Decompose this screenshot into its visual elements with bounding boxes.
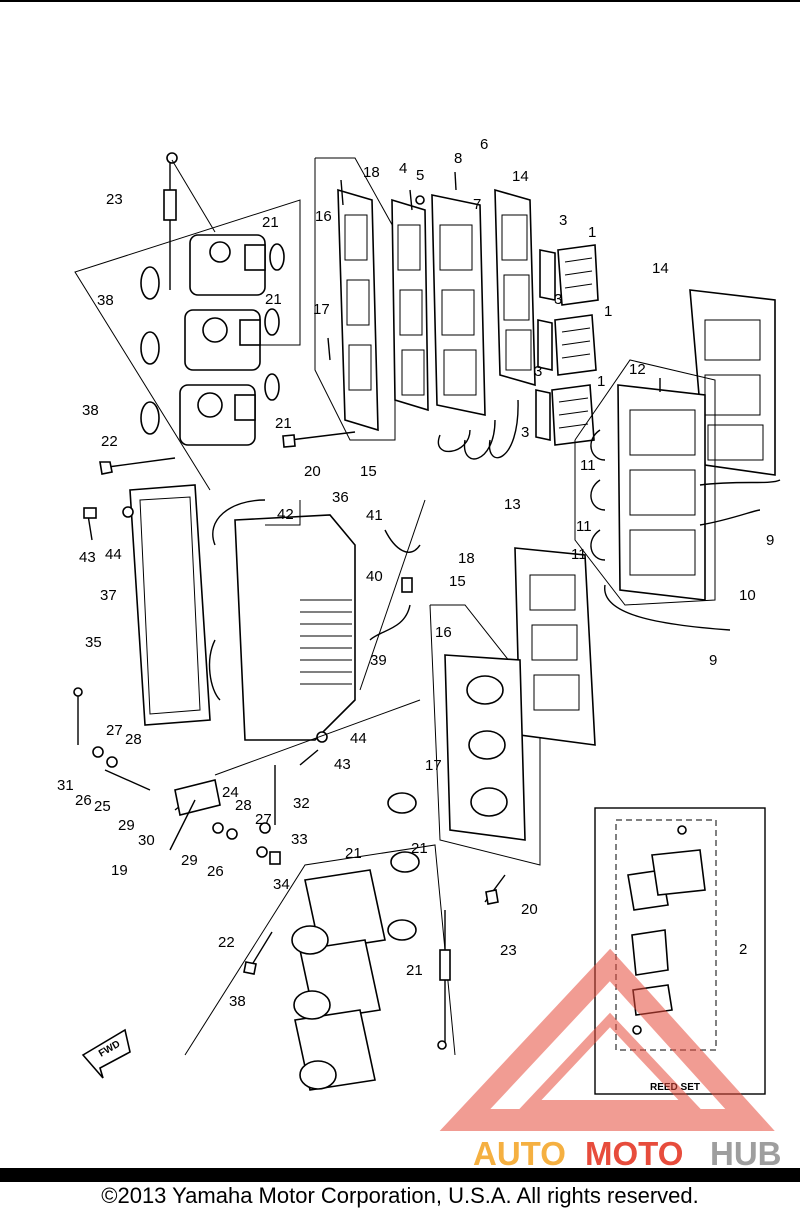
- callout-21: 21: [411, 840, 428, 857]
- callout-37: 37: [100, 587, 117, 604]
- callout-26: 26: [75, 792, 92, 809]
- callout-18: 18: [458, 550, 475, 567]
- callout-15: 15: [449, 573, 466, 590]
- callout-35: 35: [85, 634, 102, 651]
- callout-38: 38: [82, 402, 99, 419]
- callout-42: 42: [277, 506, 294, 523]
- automotohub-watermark: [439, 948, 775, 1131]
- callout-3: 3: [559, 212, 567, 229]
- callout-28: 28: [235, 797, 252, 814]
- reed-valve-group: [409, 171, 599, 460]
- callout-43: 43: [334, 756, 351, 773]
- callout-11: 11: [571, 546, 587, 563]
- callout-36: 36: [332, 489, 349, 506]
- callout-10: 10: [739, 587, 756, 604]
- callout-30: 30: [138, 832, 155, 849]
- callout-11: 11: [580, 457, 596, 474]
- throttle-linkage-group: [73, 687, 421, 865]
- watermark-moto: MOTO: [585, 1135, 683, 1172]
- callout-21: 21: [406, 962, 423, 979]
- callout-23: 23: [500, 942, 517, 959]
- callout-3: 3: [534, 363, 542, 380]
- callout-39: 39: [370, 652, 387, 669]
- callout-32: 32: [293, 795, 310, 812]
- callout-6: 6: [480, 136, 488, 153]
- callout-21: 21: [262, 214, 279, 231]
- intake-manifold-group: [574, 289, 781, 631]
- callout-9: 9: [709, 652, 717, 669]
- callout-9: 9: [766, 532, 774, 549]
- callout-15: 15: [360, 463, 377, 480]
- callout-17: 17: [425, 757, 442, 774]
- callout-29: 29: [118, 817, 135, 834]
- callout-43: 43: [79, 549, 96, 566]
- gasket-group-upper: [282, 157, 429, 448]
- watermark-auto: AUTO: [473, 1135, 566, 1172]
- callout-40: 40: [366, 568, 383, 585]
- callout-33: 33: [291, 831, 308, 848]
- watermark-text: AUTO MOTO HUB: [473, 1135, 782, 1172]
- gasket-group-lower: [429, 547, 596, 905]
- callout-14: 14: [512, 168, 529, 185]
- callout-29: 29: [181, 852, 198, 869]
- fwd-arrow-icon: FWD: [81, 1028, 131, 1079]
- callout-27: 27: [255, 811, 272, 828]
- callout-22: 22: [101, 433, 118, 450]
- callout-3: 3: [554, 291, 562, 308]
- callout-11: 11: [576, 518, 592, 535]
- callout-21: 21: [345, 845, 362, 862]
- callout-38: 38: [97, 292, 114, 309]
- callout-labels: 1 1 1 2 3 3 3 3 4 5 6 7 8 9 9 10 11 11 1…: [57, 136, 774, 1010]
- callout-22: 22: [218, 934, 235, 951]
- callout-20: 20: [521, 901, 538, 918]
- callout-16: 16: [435, 624, 452, 641]
- callout-13: 13: [504, 496, 521, 513]
- callout-19: 19: [111, 862, 128, 879]
- callout-38: 38: [229, 993, 246, 1010]
- callout-1: 1: [604, 303, 612, 320]
- callout-28: 28: [125, 731, 142, 748]
- callout-21: 21: [275, 415, 292, 432]
- carburetor-group-lower: [184, 792, 456, 1091]
- callout-18: 18: [363, 164, 380, 181]
- callout-21: 21: [265, 291, 282, 308]
- callout-41: 41: [366, 507, 383, 524]
- top-rule: [0, 0, 800, 2]
- callout-25: 25: [94, 798, 111, 815]
- callout-44: 44: [105, 546, 122, 563]
- callout-4: 4: [399, 160, 407, 177]
- callout-8: 8: [454, 150, 462, 167]
- watermark-hub: HUB: [710, 1135, 782, 1172]
- callout-44: 44: [350, 730, 367, 747]
- callout-20: 20: [304, 463, 321, 480]
- silencer-group: [83, 484, 426, 766]
- callout-2: 2: [739, 941, 747, 958]
- callout-1: 1: [597, 373, 605, 390]
- callout-24: 24: [222, 784, 239, 801]
- callout-23: 23: [106, 191, 123, 208]
- callout-34: 34: [273, 876, 290, 893]
- callout-3: 3: [521, 424, 529, 441]
- callout-1: 1: [588, 224, 596, 241]
- callout-31: 31: [57, 777, 74, 794]
- footer-bar: [0, 1168, 800, 1182]
- callout-7: 7: [473, 196, 481, 213]
- callout-16: 16: [315, 208, 332, 225]
- carburetor-group-upper: [74, 152, 301, 491]
- callout-26: 26: [207, 863, 224, 880]
- callout-27: 27: [106, 722, 123, 739]
- copyright-notice: ©2013 Yamaha Motor Corporation, U.S.A. A…: [101, 1183, 699, 1208]
- callout-5: 5: [416, 167, 424, 184]
- callout-14: 14: [652, 260, 669, 277]
- callout-12: 12: [629, 361, 646, 378]
- callout-17: 17: [313, 301, 330, 318]
